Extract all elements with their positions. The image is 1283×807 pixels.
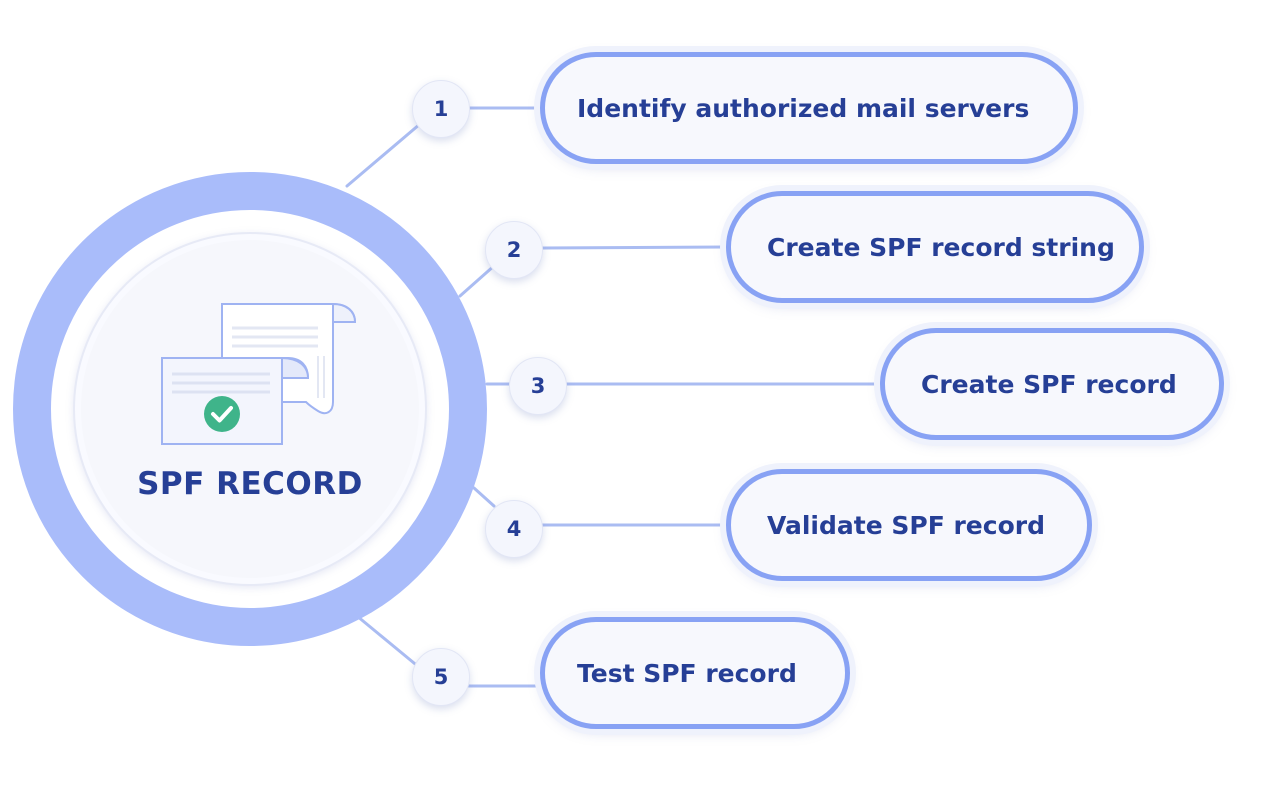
step-5-number: 5	[412, 648, 470, 706]
connector-diagonal-5	[355, 614, 422, 670]
step-4-pill: Validate SPF record	[726, 469, 1092, 581]
document-check-icon	[161, 302, 357, 445]
connector-diagonal-4	[472, 486, 496, 508]
check-badge	[204, 396, 240, 432]
step-4-number: 4	[485, 500, 543, 558]
connector-horizontal-2	[540, 245, 728, 250]
step-1-label: Identify authorized mail servers	[577, 93, 1030, 123]
step-1-pill: Identify authorized mail servers	[540, 52, 1078, 164]
step-3-number: 3	[509, 357, 567, 415]
step-5-label: Test SPF record	[577, 658, 797, 688]
step-3-pill: Create SPF record	[880, 328, 1224, 440]
step-3-label: Create SPF record	[921, 369, 1177, 399]
step-2-pill: Create SPF record string	[726, 191, 1144, 303]
step-1-number: 1	[412, 80, 470, 138]
connector-diagonal-2	[458, 263, 497, 298]
hub-title: SPF RECORD	[137, 466, 363, 502]
step-2-number: 2	[485, 221, 543, 279]
step-4-label: Validate SPF record	[767, 510, 1045, 540]
connector-diagonal-1	[345, 122, 422, 188]
step-5-pill: Test SPF record	[540, 617, 850, 729]
step-2-label: Create SPF record string	[767, 232, 1115, 262]
